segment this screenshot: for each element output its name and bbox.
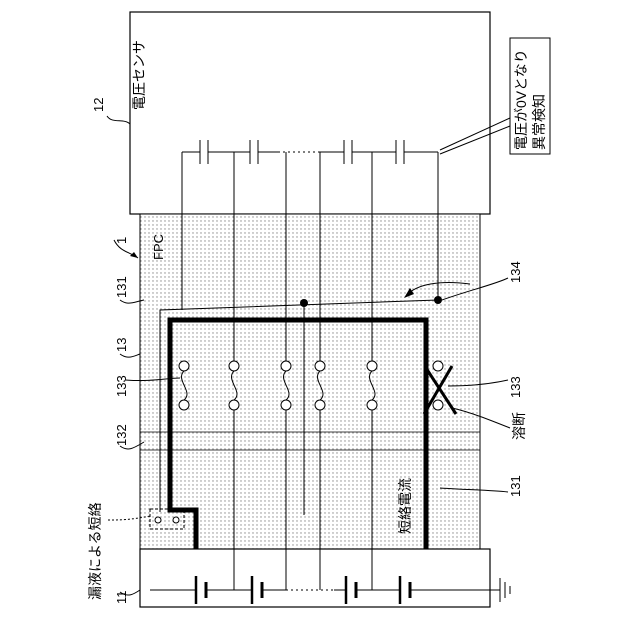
voltage-sensor-label: 電圧センサ	[131, 40, 147, 110]
fusing-label: 溶断	[511, 412, 527, 440]
anomaly-note-line1: 電圧が0Vとなり	[513, 49, 529, 150]
ref-131-top: 131	[114, 276, 129, 298]
ref-133-left: 133	[114, 375, 129, 397]
ref-134: 134	[508, 261, 523, 283]
junction-dot	[434, 296, 442, 304]
voltage-sensor-box	[130, 12, 490, 214]
ref-132: 132	[114, 424, 129, 446]
battery-module-box	[140, 549, 490, 607]
short-by-leak-label: 漏液による短絡	[87, 502, 103, 600]
fpc-region	[140, 214, 480, 549]
fpc-label: FPC	[151, 234, 166, 260]
short-current-label: 短絡電流	[397, 478, 413, 534]
anomaly-note-line2: 異常検知	[531, 94, 547, 150]
ref-133-right: 133	[508, 376, 523, 398]
junction-dot	[300, 299, 308, 307]
ref-12: 12	[91, 98, 106, 112]
ref-13: 13	[114, 338, 129, 352]
ref-131-bottom: 131	[508, 475, 523, 497]
